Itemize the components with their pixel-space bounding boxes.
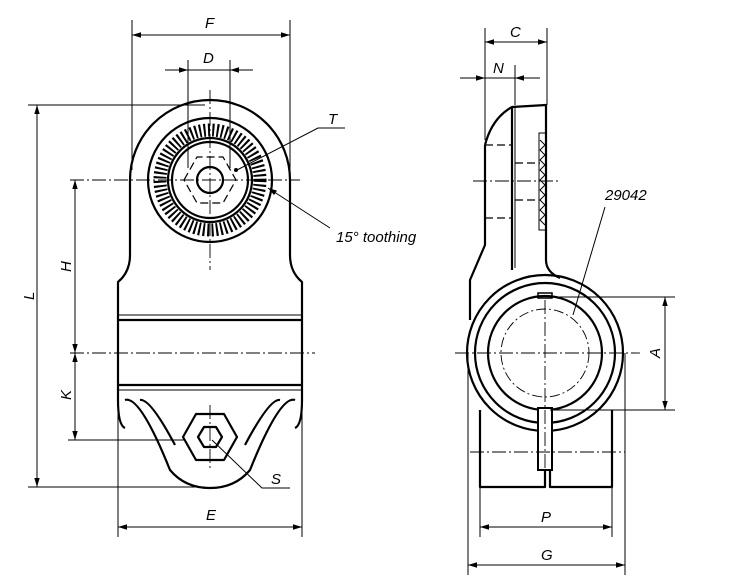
dim-label-c: C (510, 24, 521, 41)
dim-label-d: D (203, 50, 214, 67)
dim-label-n: N (493, 60, 504, 77)
dim-label-a: A (647, 348, 664, 359)
hex-nut-s (181, 412, 239, 462)
front-clamp-lower (124, 398, 296, 490)
dim-label-l: L (21, 292, 38, 300)
dim-label-h: H (58, 261, 75, 272)
front-view: F D L H K E T 15° toothing S (21, 15, 417, 537)
dim-label-k: K (58, 389, 75, 400)
dim-label-p: P (541, 509, 551, 526)
front-body-outline (116, 98, 304, 430)
callout-s: S (271, 471, 281, 488)
side-view: C N A P G 29042 (455, 24, 675, 575)
callout-part-ref: 29042 (604, 187, 647, 204)
callout-toothing: 15° toothing (336, 229, 417, 246)
dim-label-f: F (205, 15, 215, 32)
dim-label-g: G (541, 547, 553, 564)
dim-label-e: E (206, 507, 217, 524)
side-arm-outline (468, 103, 561, 320)
callout-t: T (328, 111, 339, 128)
